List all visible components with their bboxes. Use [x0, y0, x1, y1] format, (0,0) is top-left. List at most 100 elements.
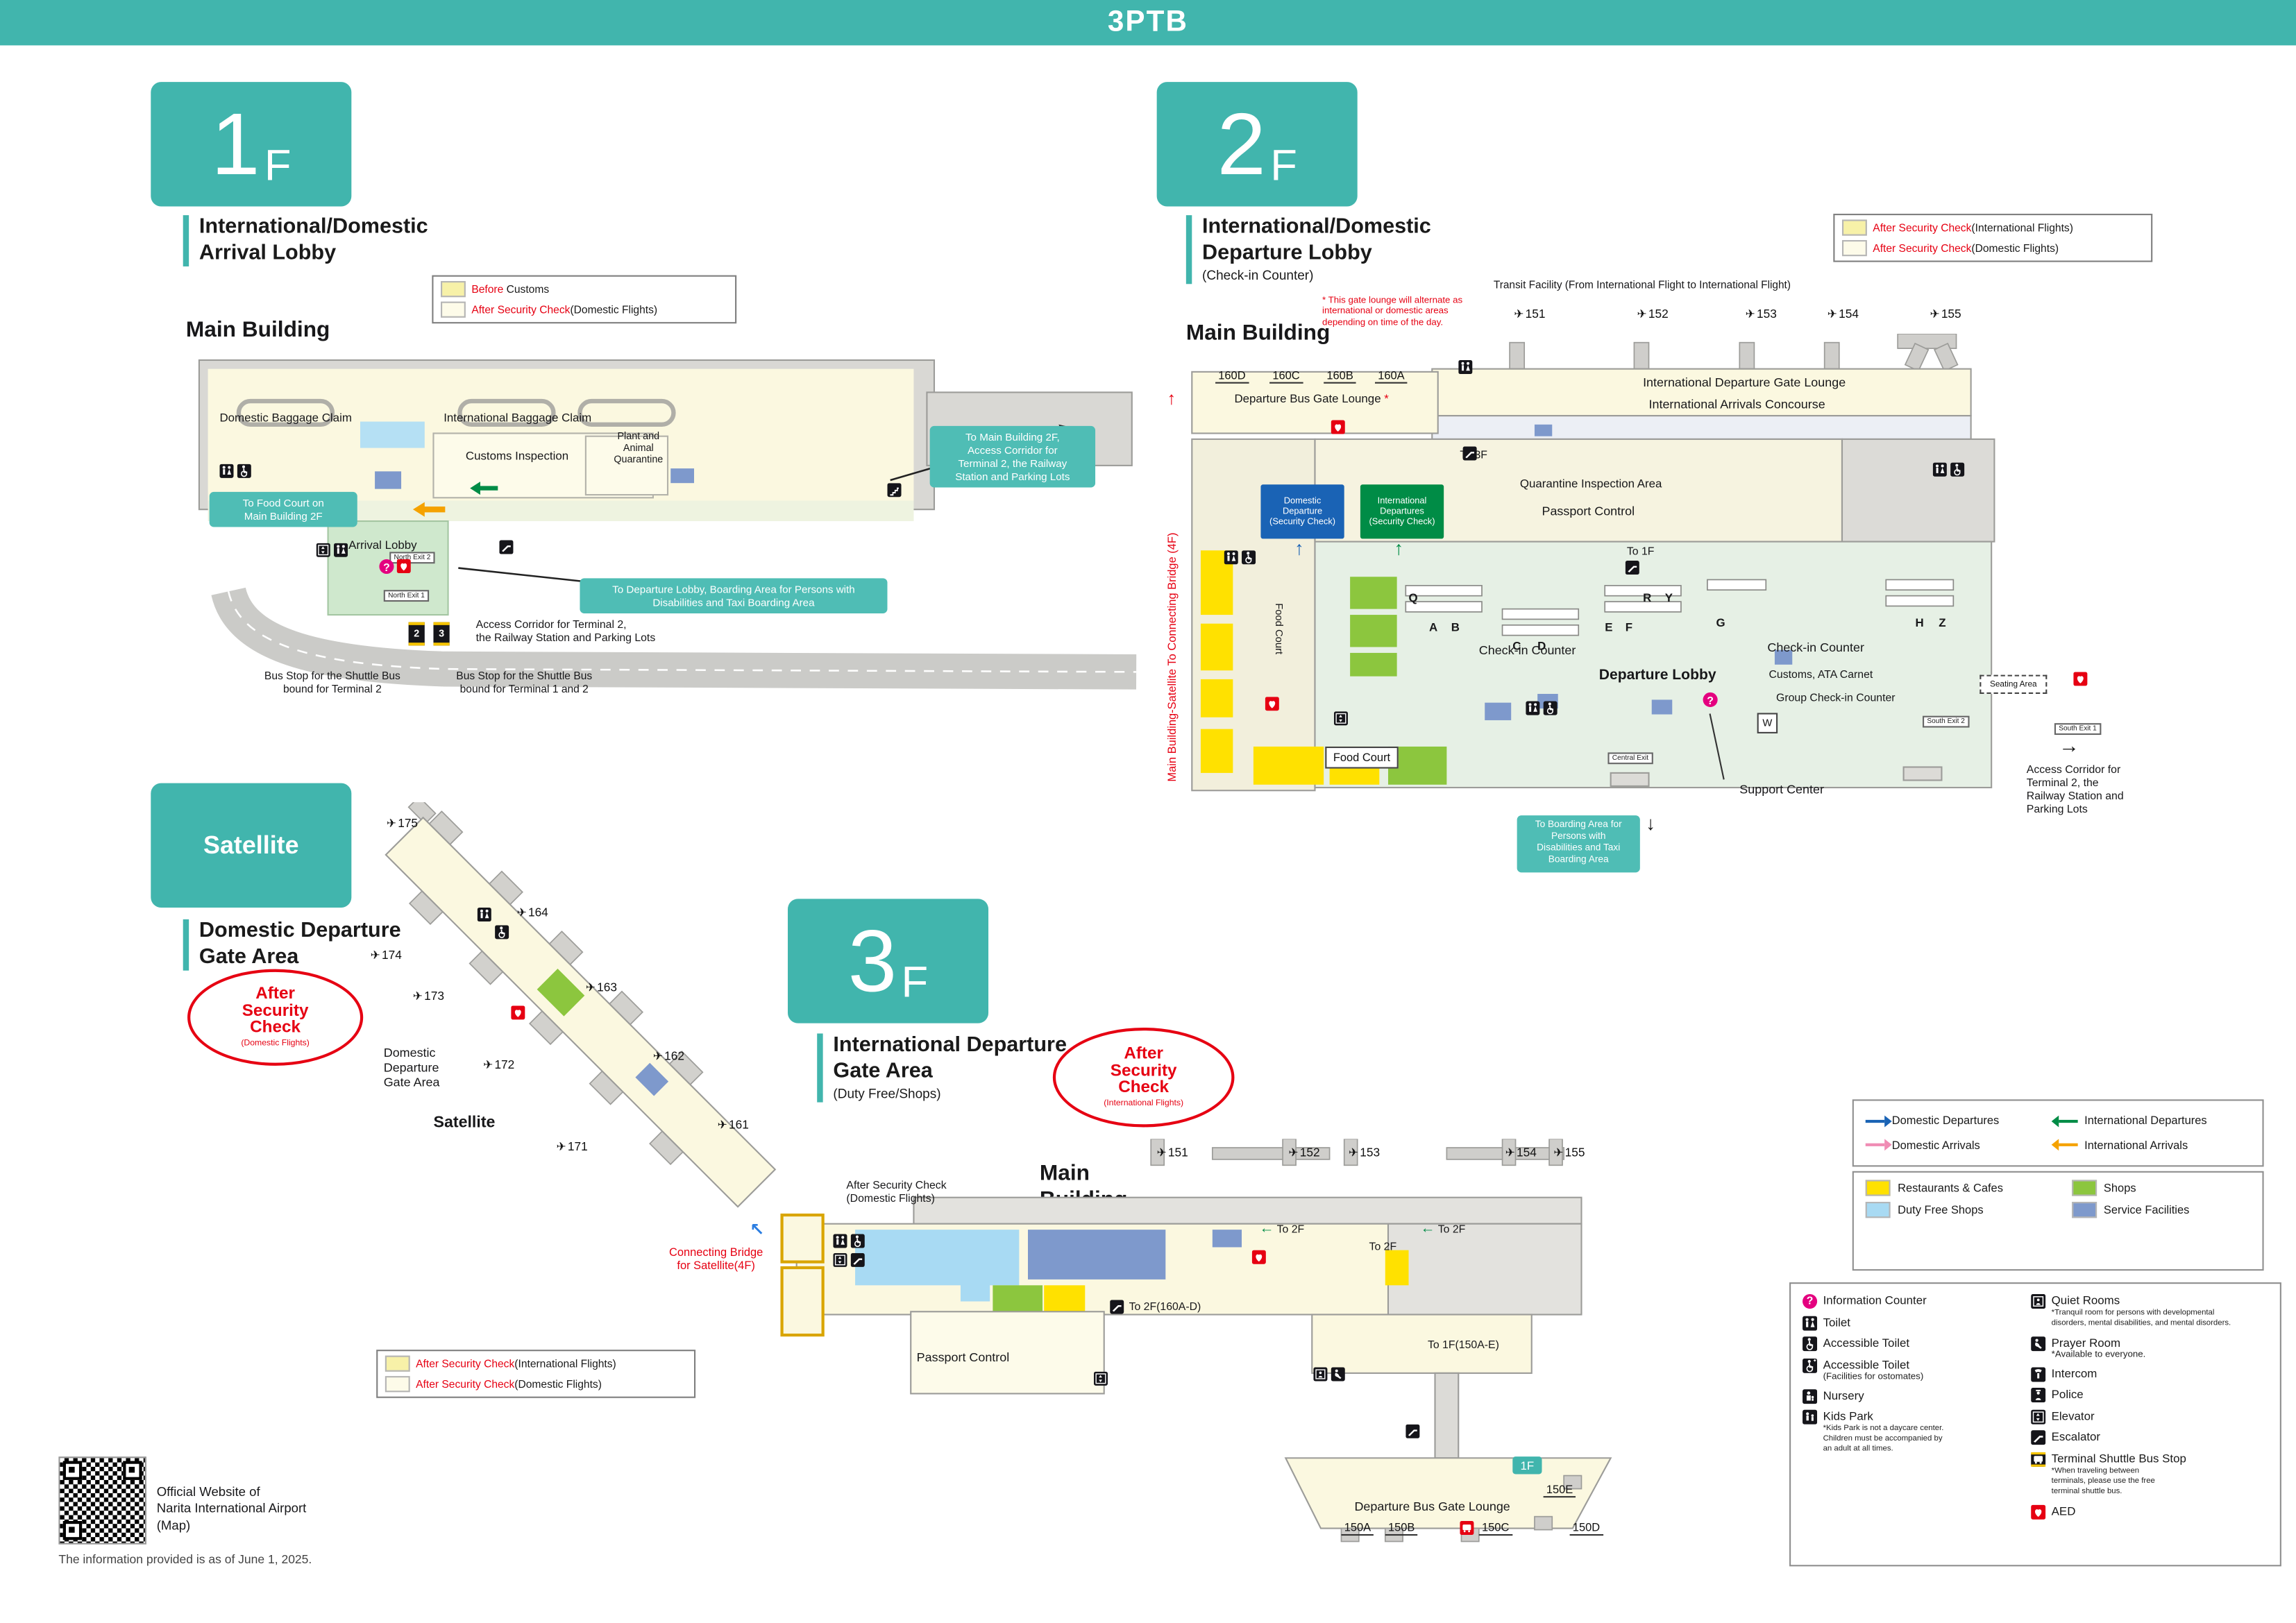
accessible-toilet-icon	[1950, 462, 1965, 477]
gate-label: ✈151	[1514, 307, 1546, 321]
gate-label: ✈153	[1745, 307, 1777, 321]
plane-icon: ✈	[1156, 1146, 1167, 1159]
gate-label: ✈172	[483, 1058, 515, 1072]
legend-row: After Security Check(Domestic Flights)	[385, 1375, 687, 1392]
floor-number: 2	[1217, 94, 1266, 193]
gate-label: ✈155	[1553, 1146, 1585, 1159]
legend-label: AED	[2051, 1504, 2076, 1518]
bus-gate-label: 160D	[1215, 369, 1249, 384]
w-counter-label: W	[1757, 713, 1778, 733]
facility-legend-right: Quiet Rooms *Tranquil room for persons w…	[2031, 1293, 2268, 1555]
plane-icon: ✈	[1288, 1146, 1299, 1159]
plane-icon: ✈	[483, 1058, 493, 1072]
legend-satellite: After Security Check(International Fligh…	[376, 1350, 696, 1397]
legend-row: After Security Check(International Fligh…	[385, 1355, 687, 1372]
escalator-icon	[850, 1252, 865, 1267]
food-court-box: Food Court	[1325, 746, 1399, 769]
after-security-domestic-label: After Security Check (Domestic Flights)	[846, 1178, 947, 1205]
legend-facility-item: Accessible Toilet	[1803, 1336, 2011, 1352]
aed-icon	[1251, 1250, 1266, 1264]
floor-suffix: F	[901, 958, 929, 1008]
bus-gate-label: 150B	[1385, 1521, 1418, 1536]
information-counter-icon: ?	[1703, 692, 1718, 707]
exit-label: South Exit 1	[2054, 723, 2102, 736]
satellite-badge: Satellite	[151, 783, 352, 908]
title-line: International Departure	[833, 1033, 1067, 1057]
elevator-icon	[833, 1252, 847, 1267]
transit-facility-label: Transit Facility (From International Fli…	[1493, 278, 1791, 291]
aed-icon	[1331, 420, 1345, 434]
exit-label: South Exit 2	[1923, 715, 1970, 728]
legend-direction-item: Domestic Arrivals	[1865, 1139, 2058, 1152]
satellite-name: Satellite	[203, 831, 299, 859]
international-departure-flow-arrow: ↑	[1394, 537, 1404, 559]
after-security-check-international-oval: After Security Check (International Flig…	[1052, 1028, 1235, 1128]
legend-swatch	[2071, 1202, 2097, 1218]
section-title-satellite: Domestic Departure Gate Area	[183, 919, 401, 971]
legend-row: Before Customs	[441, 281, 727, 298]
section-title-3f: International Departure Gate Area (Duty …	[817, 1033, 1067, 1103]
information-counter-icon: ?	[379, 559, 394, 574]
legend-label: Nursery	[1823, 1388, 1864, 1402]
plane-icon: ✈	[556, 1140, 566, 1154]
gate-label: ✈171	[556, 1140, 588, 1154]
departure-lobby-label: Departure Lobby	[1598, 668, 1716, 684]
accessible-toilet-icon	[1803, 1336, 1818, 1352]
bus-stop-label: Bus Stop for the Shuttle Bus bound for T…	[456, 669, 593, 695]
legend-label: Shops	[2103, 1181, 2136, 1195]
counter-letter: Z	[1939, 616, 1946, 630]
quiet-room-icon	[2031, 1293, 2046, 1309]
main-building-label-2f: Main Building	[1185, 321, 1331, 346]
access-corridor-label: Access Corridor for Terminal 2, the Rail…	[2026, 763, 2124, 815]
plane-icon: ✈	[1349, 1146, 1359, 1159]
legend-swatch	[2071, 1180, 2097, 1196]
title-line: Gate Area	[199, 945, 299, 969]
title-line: Domestic Departure	[199, 919, 401, 943]
gate-label: ✈151	[1156, 1146, 1188, 1159]
accessible-toilet-icon	[1543, 701, 1558, 715]
plane-icon: ✈	[370, 949, 380, 962]
legend-note: *Kids Park is not a daycare center. Chil…	[1823, 1425, 1944, 1454]
bus-gate-label: 160B	[1324, 369, 1357, 384]
legend-swatch	[1841, 219, 1867, 236]
title-line: International/Domestic	[199, 215, 428, 239]
legend-label: Police	[2051, 1388, 2084, 1402]
escalator-icon	[1625, 561, 1639, 575]
group-checkin-label: Group Check-in Counter	[1776, 690, 1896, 704]
elevator-icon	[1333, 711, 1348, 726]
area-label: Arrival Lobby	[348, 538, 417, 552]
counter-letter: A	[1429, 620, 1438, 634]
arrow-right-icon	[1865, 1115, 1892, 1126]
gate-label: ✈154	[1505, 1146, 1537, 1159]
legend-label: Restaurants & Cafes	[1898, 1181, 2003, 1195]
gate-label: ✈161	[717, 1118, 749, 1132]
floor-suffix: F	[1270, 142, 1297, 191]
legend-facility-item: Intercom	[2031, 1367, 2268, 1382]
legend-note: (Facilities for ostomates)	[1823, 1371, 1924, 1382]
accessible-toilet-icon	[1242, 550, 1256, 565]
nursery-icon	[1803, 1388, 1818, 1404]
legend-2f: After Security Check(International Fligh…	[1833, 214, 2153, 262]
to-2f-arrow: ←	[1259, 1221, 1274, 1237]
arrow-left-icon	[2058, 1119, 2077, 1123]
legend-label: Elevator	[2051, 1409, 2095, 1423]
title-subtitle: (Duty Free/Shops)	[833, 1087, 941, 1102]
toilet-icon	[833, 1234, 847, 1248]
legend-label: Information Counter	[1823, 1293, 1927, 1307]
connecting-bridge-label: Connecting Bridge for Satellite(4F)	[668, 1246, 763, 1273]
counter-letter: D	[1537, 639, 1546, 653]
kids-park-icon	[1803, 1410, 1818, 1425]
gate-label: ✈152	[1288, 1146, 1320, 1159]
aed-icon	[396, 559, 411, 573]
area-label: Plant and Animal Quarantine	[614, 432, 664, 466]
legend-swatch	[441, 281, 466, 298]
floor-number: 1	[211, 94, 260, 193]
legend-swatch	[1865, 1180, 1891, 1196]
legend-swatch	[385, 1355, 410, 1372]
exit-label: Central Exit	[1607, 752, 1653, 765]
legend-row: After Security Check(International Fligh…	[1841, 219, 2144, 236]
aed-icon	[2073, 672, 2088, 686]
legend-label: Service Facilities	[2103, 1203, 2190, 1217]
area-label: International Baggage Claim	[444, 411, 592, 425]
plane-icon: ✈	[1514, 307, 1524, 321]
